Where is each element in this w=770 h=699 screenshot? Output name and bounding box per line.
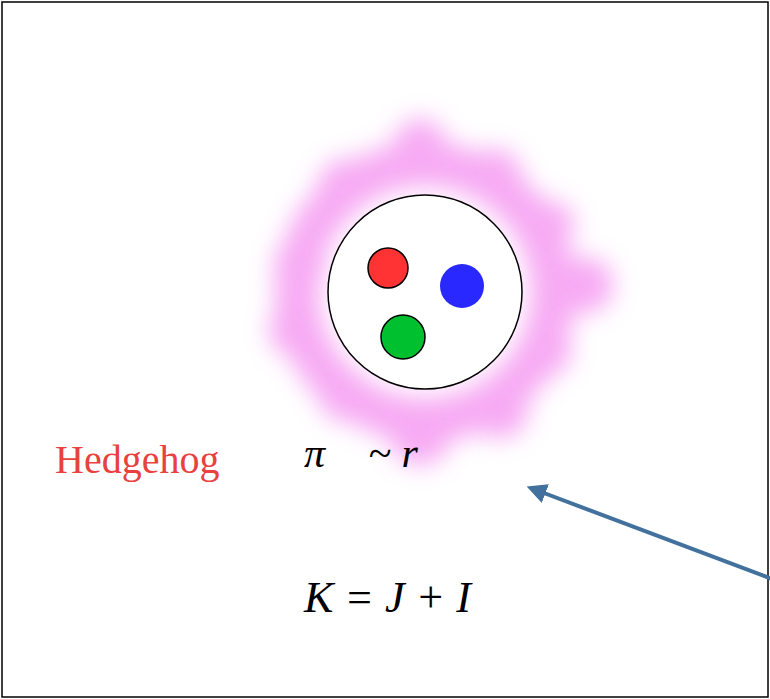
model-name: Hedgehog bbox=[55, 438, 219, 482]
nucleon-bag bbox=[328, 195, 522, 389]
field-ansatz: π⃗ ~ r⃗ bbox=[304, 430, 450, 476]
pointer-arrow bbox=[536, 490, 770, 579]
blue-quark bbox=[440, 264, 484, 308]
grand-spin: K = J + I bbox=[304, 574, 471, 622]
green-quark bbox=[381, 315, 425, 359]
red-quark bbox=[368, 248, 408, 288]
pion-cloud bbox=[269, 119, 613, 465]
